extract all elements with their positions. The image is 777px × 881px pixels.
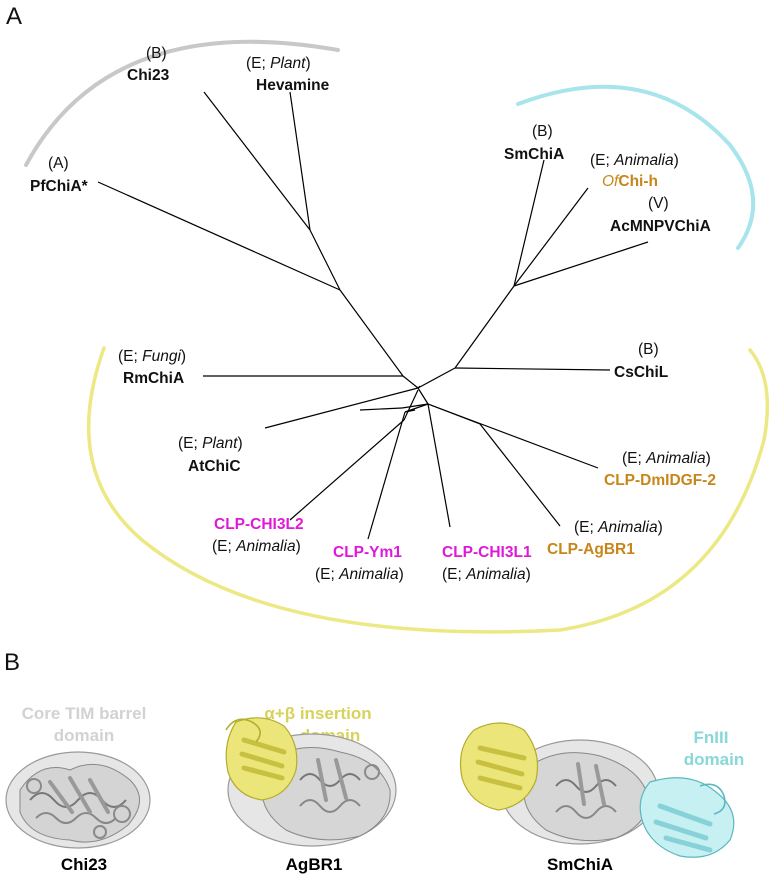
branch-chi3l2 [289,419,405,521]
branch-atchic [264,387,419,429]
branch [417,385,421,389]
leaf-label-chi23: (B) Chi23 [127,45,170,84]
leaf-name: CLP-Ym1 [333,544,402,561]
leaf-name: OfChi-h [602,173,658,190]
leaf-name: CsChiL [614,364,668,381]
leaf-label-chi3l2: CLP-CHI3L2 (E; Animalia) [212,516,304,555]
branch [417,387,429,405]
leaf-group: (E; Animalia) [442,566,531,583]
leaf-group: (B) [638,341,659,358]
branch-hevamine [289,91,311,231]
branch-ofchih [513,187,589,287]
structure-name-chi23: Chi23 [61,855,107,874]
branch-smchia [513,159,545,287]
branch [454,285,515,369]
leaf-group: (E; Plant) [246,55,311,72]
branch-agbr1 [479,423,561,527]
leaf-group: (B) [532,123,553,140]
panel-b-label: B [4,649,20,676]
leaf-label-ofchih: (E; Animalia) OfChi-h [590,152,679,190]
domain-label-line: Core TIM barrel [22,704,147,723]
domain-label-line: domain [684,750,744,769]
leaf-label-hevamine: (E; Plant) Hevamine [246,55,330,94]
structure-smchia [459,722,735,858]
domain-label-core: Core TIM barrel domain [22,704,147,745]
leaf-label-smchia: (B) SmChiA [504,123,564,163]
leaf-group: (E; Plant) [178,435,243,452]
branch-acmnpv [513,241,649,287]
panel-a-label: A [6,3,22,30]
structure-chi23 [5,751,151,849]
leaf-group: (E; Animalia) [212,538,301,555]
leaf-label-atchic: (E; Plant) AtChiC [178,435,243,475]
branch-cschil [454,367,611,371]
leaf-label-dmidgf: (E; Animalia) CLP-DmIDGF-2 [604,450,716,489]
structure-name-smchia: SmChiA [547,855,613,874]
leaf-name: CLP-CHI3L2 [214,516,304,533]
branch [403,389,419,421]
phylogenetic-tree [97,91,649,540]
leaf-name: Chi23 [127,67,170,84]
leaf-name: SmChiA [504,146,564,163]
leaf-label-cschil: (B) CsChiL [614,341,668,381]
domain-label-line: domain [54,726,114,745]
leaf-group: (E; Animalia) [315,566,404,583]
branch [402,375,419,389]
branch [427,403,481,425]
leaf-label-rmchia: (E; Fungi) RmChiA [118,348,186,387]
leaf-group: (E; Animalia) [590,152,679,169]
leaf-name: CLP-AgBR1 [547,541,635,558]
branch [339,289,404,377]
leaf-label-agbr1: (E; Animalia) CLP-AgBR1 [547,519,663,558]
domain-label-line: FnIII [694,728,729,747]
structure-agbr1 [225,717,397,847]
clade-arc-cyan [516,84,756,250]
leaf-group: (E; Animalia) [574,519,663,536]
clade-arc-gray [24,39,340,167]
leaf-group: (E; Animalia) [622,450,711,467]
branch [309,229,341,291]
branch-chi23 [203,91,311,231]
leaf-name: CLP-CHI3L1 [442,544,532,561]
leaf-name: RmChiA [123,370,184,387]
domain-label-fniii: FnIII domain [684,728,744,769]
leaf-label-pfchia: (A) PfChiA* [30,155,89,195]
branch [401,403,429,409]
leaf-name: Hevamine [256,77,330,94]
domain-label-line: α+β insertion [264,704,371,723]
leaf-name: CLP-DmIDGF-2 [604,472,716,489]
leaf-label-acmnpv: (V) AcMNPVChiA [610,195,711,235]
leaf-group: (V) [648,195,669,212]
structure-name-agbr1: AgBR1 [286,855,343,874]
branch-pfchia [97,181,341,291]
leaf-name: PfChiA* [30,178,89,195]
leaf-name: AtChiC [188,458,241,475]
branch [359,407,403,411]
branch [417,367,456,389]
clade-arc-yellow [86,346,770,634]
leaf-label-ym1: CLP-Ym1 (E; Animalia) [315,544,404,583]
leaf-name: AcMNPVChiA [610,218,711,235]
leaf-group: (B) [146,45,167,62]
leaf-group: (E; Fungi) [118,348,186,365]
leaf-group: (A) [48,155,69,172]
branch-ym1 [367,411,406,540]
branch-chi3l1 [427,403,451,528]
branch [404,409,416,413]
leaf-label-chi3l1: CLP-CHI3L1 (E; Animalia) [442,544,532,583]
